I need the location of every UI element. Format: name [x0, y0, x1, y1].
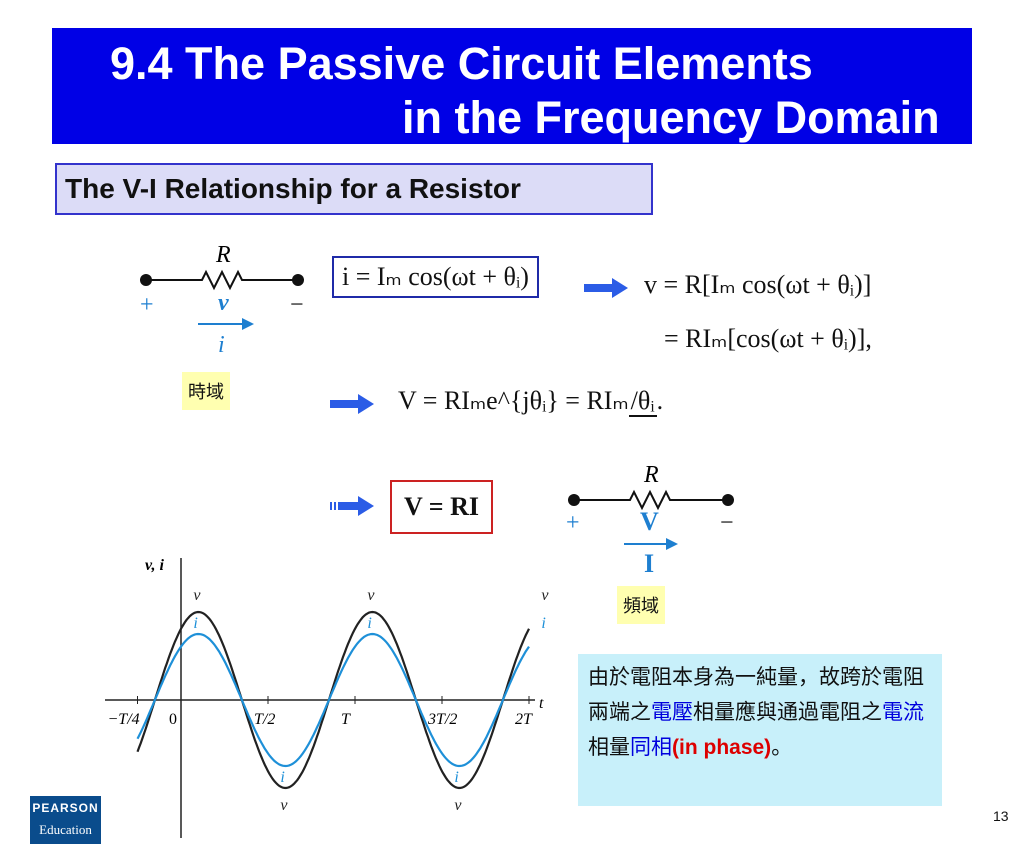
resistor-label-freq: R — [643, 462, 659, 488]
plus-terminal: + — [140, 292, 154, 318]
section-subheading: The V-I Relationship for a Resistor — [55, 163, 653, 215]
plot-axes — [105, 558, 535, 838]
series-v-peak-label: v — [541, 587, 549, 604]
phasor-current-label: I — [644, 549, 654, 578]
phasor-equation-end: . — [656, 386, 664, 415]
logo-line-1: PEARSON — [32, 801, 99, 815]
current-label: i — [218, 332, 225, 358]
note-in-phase-en: (in phase) — [672, 736, 772, 759]
implies-arrow-1 — [584, 278, 628, 298]
note-text-3: 相量 — [588, 735, 630, 759]
title-line-1: 9.4 The Passive Circuit Elements — [110, 38, 813, 89]
voltage-equation-1: v = R[Iₘ cos(ωt + θᵢ)] — [644, 270, 872, 299]
plot-curves — [136, 610, 530, 790]
logo-line-2: Education — [39, 822, 92, 837]
voltage-equation-2: = RIₘ[cos(ωt + θᵢ)], — [664, 324, 872, 353]
time-domain-circuit: R + − v i — [140, 242, 304, 358]
note-current: 電流 — [882, 700, 924, 724]
resistor-label: R — [215, 242, 231, 268]
series-v-trough-label: v — [454, 797, 462, 814]
explanation-note: 由於電阻本身為一純量，故跨於電阻兩端之電壓相量應與通過電阻之電流相量同相(in … — [578, 654, 942, 806]
minus-terminal-freq: − — [720, 510, 734, 536]
series-i-peak-label: i — [367, 615, 371, 632]
x-tick-label: T/2 — [254, 711, 275, 728]
x-tick-label: 0 — [169, 711, 177, 728]
phasor-angle-value: θᵢ — [637, 386, 655, 415]
implies-arrow-3 — [330, 496, 374, 516]
resistor-symbol — [146, 269, 298, 291]
series-i-peak-label: i — [193, 615, 197, 632]
note-voltage: 電壓 — [651, 700, 693, 724]
current-arrow — [242, 318, 254, 330]
phasor-equation: V = RIₘe^{jθᵢ} = RIₘ/θᵢ. — [398, 386, 664, 417]
series-i-trough-label: i — [454, 769, 458, 786]
x-axis-label: t — [539, 695, 544, 712]
ohms-law-equation: V = RI — [390, 480, 494, 534]
series-i-trough-label: i — [280, 769, 284, 786]
title-line-2: in the Frequency Domain — [402, 92, 940, 143]
freq-domain-circuit: R + − V I — [566, 462, 734, 578]
plus-terminal-freq: + — [566, 510, 580, 536]
y-axis-label: v, i — [145, 557, 165, 574]
note-end: 。 — [771, 735, 793, 759]
resistor-symbol-freq — [574, 489, 728, 511]
note-in-phase-zh: 同相 — [630, 735, 672, 759]
pearson-logo: PEARSON Education — [30, 796, 101, 844]
implies-arrow-2 — [330, 394, 374, 414]
title-bar: 9.4 The Passive Circuit Elements in the … — [52, 28, 972, 144]
x-tick-label: −T/4 — [108, 711, 140, 728]
x-tick-label: T — [341, 711, 351, 728]
phasor-current-arrow — [666, 538, 678, 550]
series-i-peak-label: i — [541, 615, 545, 632]
series-i-curve — [136, 632, 530, 768]
phasor-angle: /θᵢ — [628, 386, 657, 417]
freq-domain-tag: 頻域 — [617, 586, 665, 624]
series-v-peak-label: v — [367, 587, 375, 604]
minus-terminal: − — [290, 292, 304, 318]
note-text-1: 由於電阻本身為一純量，故跨於電阻兩端之 — [588, 665, 924, 724]
phasor-equation-left: V = RIₘe^{jθᵢ} = RIₘ — [398, 386, 629, 415]
series-v-trough-label: v — [280, 797, 288, 814]
voltage-label: v — [218, 290, 229, 316]
current-equation: i = Iₘ cos(ωt + θᵢ) — [332, 256, 539, 298]
note-text-2: 相量應與通過電阻之 — [693, 700, 882, 724]
series-v-curve — [136, 610, 530, 790]
page-number: 13 — [993, 808, 1009, 824]
series-v-peak-label: v — [193, 587, 201, 604]
time-domain-tag: 時域 — [182, 372, 230, 410]
x-tick-label: 2T — [515, 711, 533, 728]
x-tick-label: 3T/2 — [427, 711, 457, 728]
phasor-voltage-label: V — [640, 507, 659, 536]
